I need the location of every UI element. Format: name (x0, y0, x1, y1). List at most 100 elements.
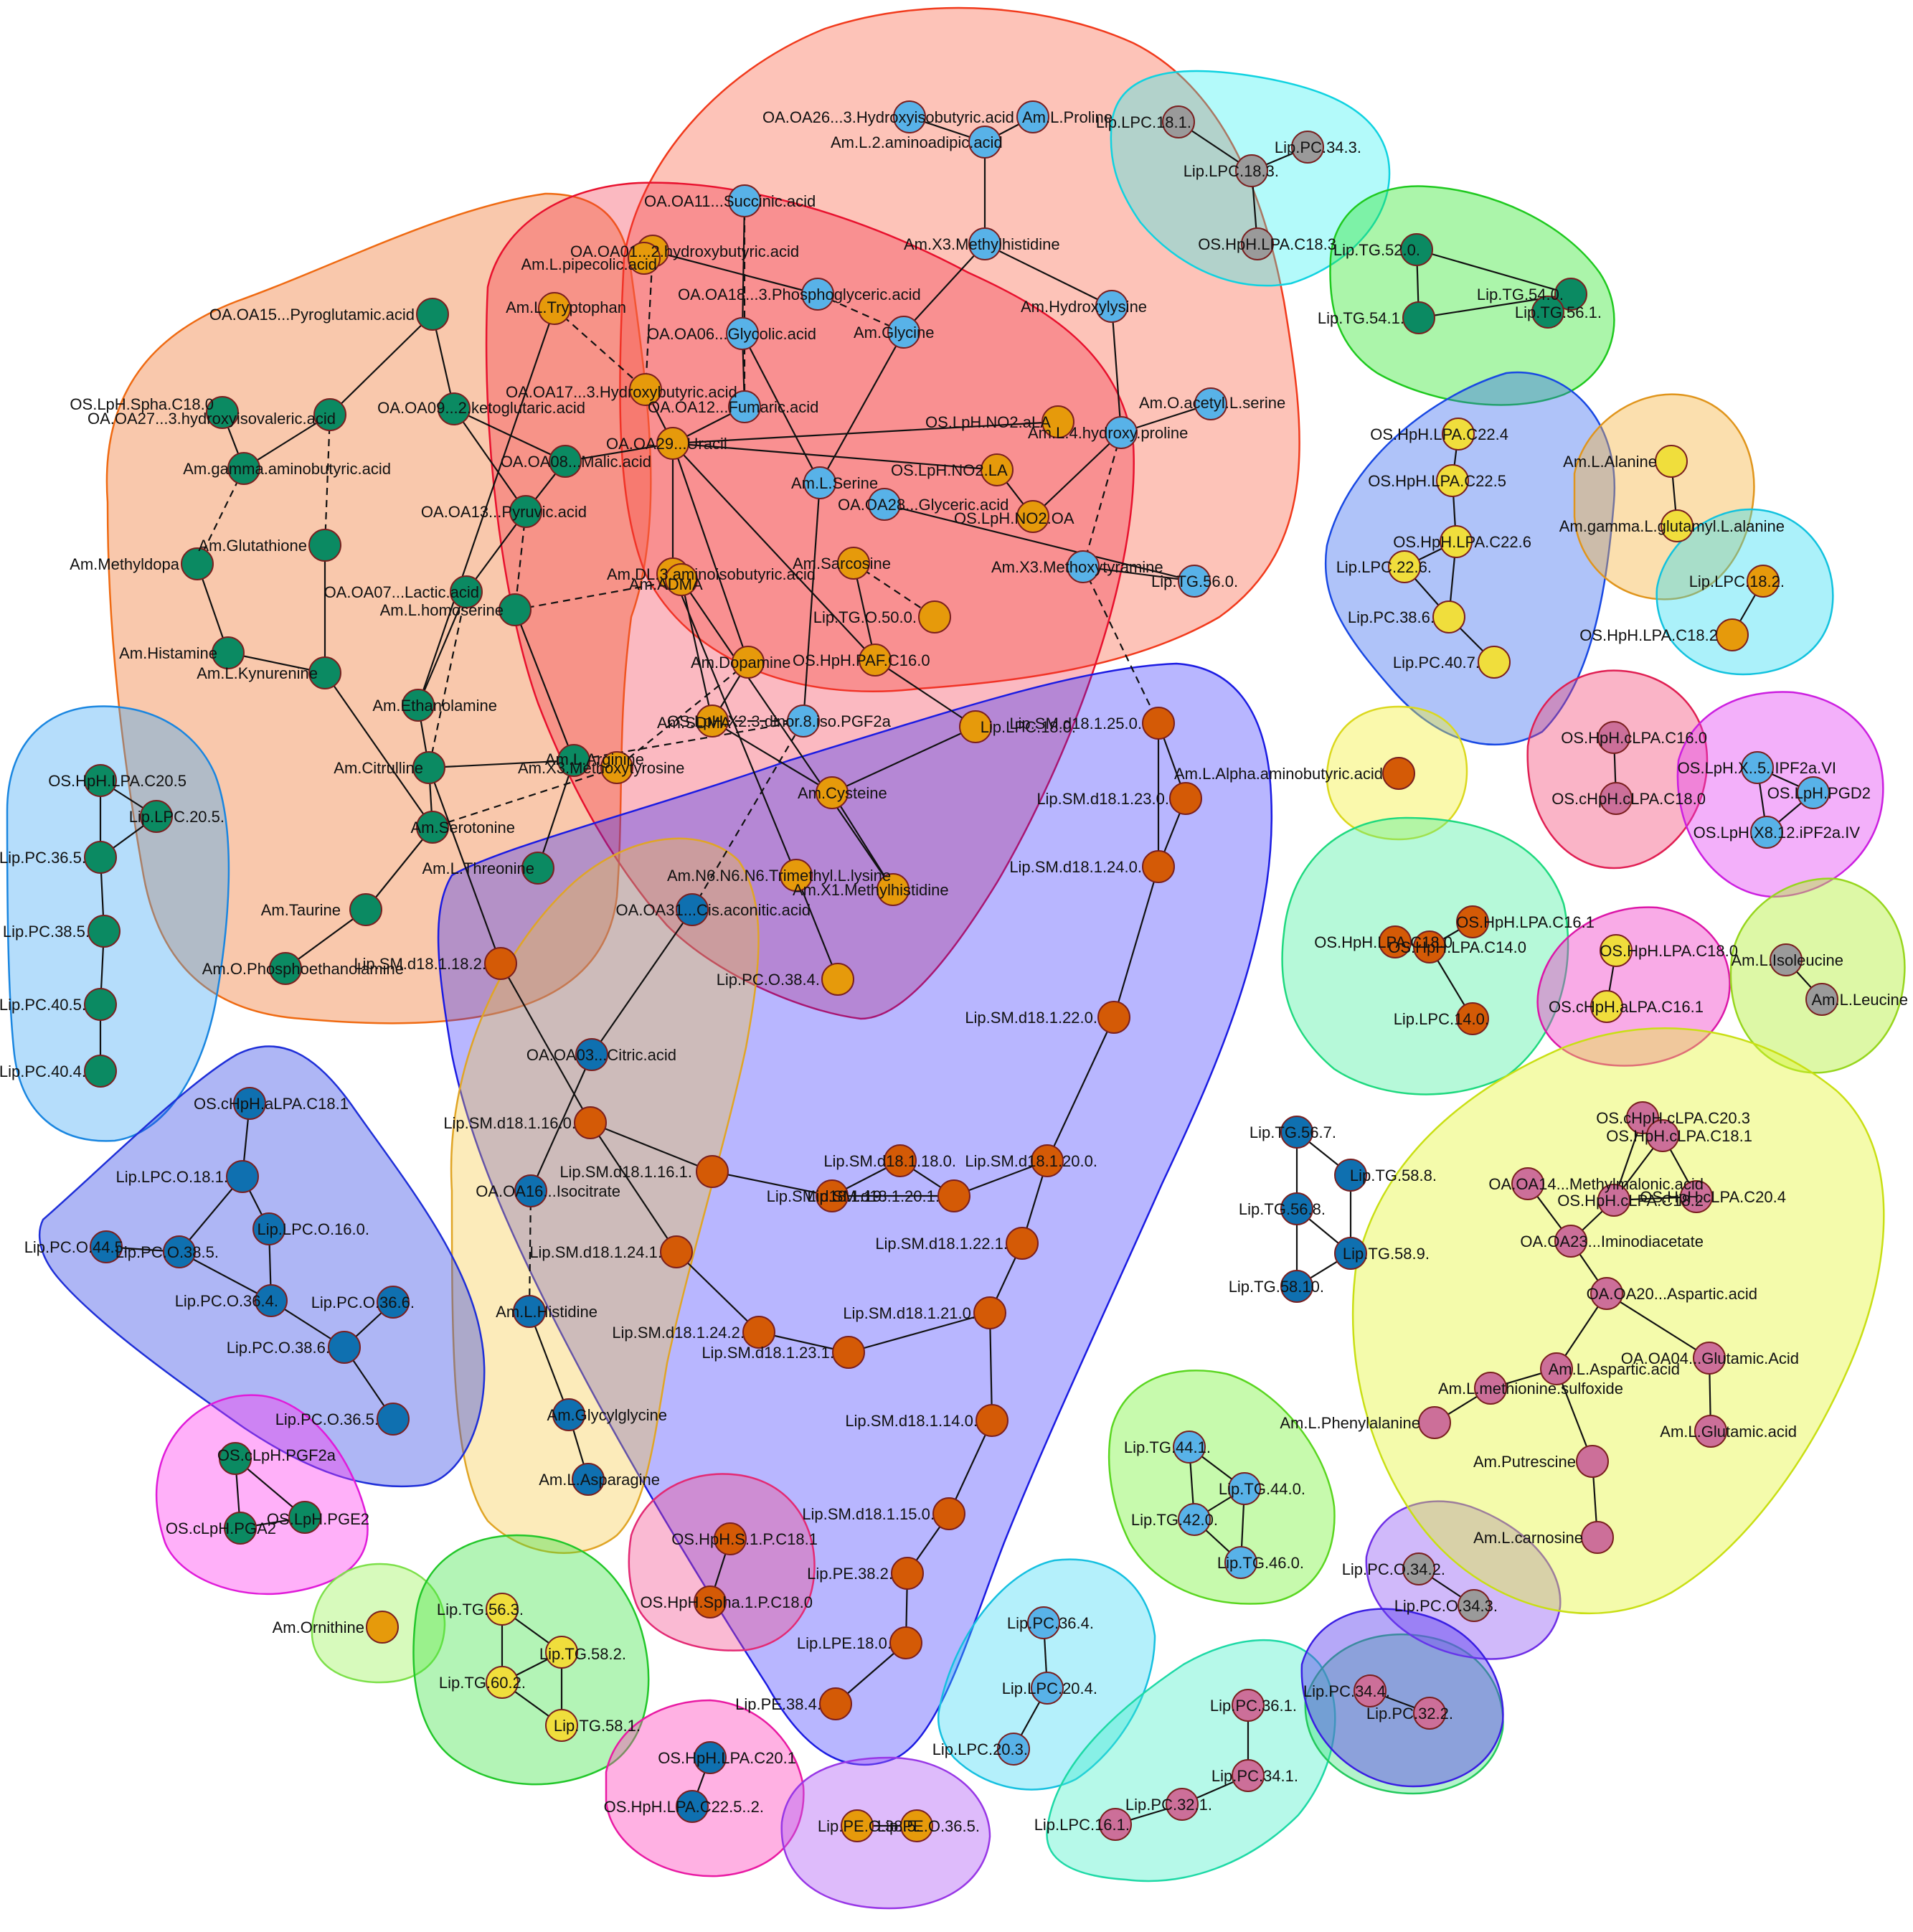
node-n175[interactable] (1540, 1352, 1573, 1385)
node-n146[interactable] (1741, 751, 1774, 784)
node-n22[interactable] (628, 242, 661, 275)
node-n49[interactable] (887, 316, 920, 349)
node-n131[interactable] (1334, 1159, 1367, 1192)
node-n130[interactable] (1280, 1116, 1313, 1149)
node-n68[interactable] (1006, 1227, 1039, 1260)
node-n51[interactable] (728, 390, 761, 423)
node-n138[interactable] (1456, 1002, 1489, 1035)
node-n58[interactable] (787, 705, 820, 738)
node-n150[interactable] (1716, 618, 1749, 651)
node-n23[interactable] (538, 292, 571, 325)
node-n107[interactable] (486, 1666, 519, 1699)
node-n161[interactable] (1402, 301, 1435, 334)
node-n155[interactable] (1440, 525, 1473, 558)
node-n162[interactable] (1531, 296, 1564, 329)
node-n87[interactable] (140, 800, 173, 833)
node-n86[interactable] (84, 764, 117, 797)
node-n9[interactable] (308, 529, 341, 562)
node-n154[interactable] (1436, 464, 1469, 497)
node-n35[interactable] (696, 705, 729, 738)
node-n95[interactable] (90, 1230, 123, 1263)
node-n116[interactable] (1031, 1672, 1064, 1705)
node-n109[interactable] (714, 1522, 747, 1555)
node-n129[interactable] (1224, 1546, 1257, 1579)
node-n141[interactable] (1590, 990, 1623, 1023)
node-n103[interactable] (224, 1512, 257, 1545)
node-n6[interactable] (549, 445, 582, 478)
node-n44[interactable] (968, 126, 1001, 159)
node-n124[interactable] (1402, 1552, 1435, 1585)
node-n15[interactable] (412, 751, 445, 784)
node-n73[interactable] (832, 1336, 865, 1369)
node-n144[interactable] (1597, 721, 1630, 754)
node-n90[interactable] (84, 988, 117, 1021)
node-n149[interactable] (1747, 565, 1780, 598)
node-n12[interactable] (212, 636, 245, 669)
node-n64[interactable] (884, 1144, 917, 1177)
node-n137[interactable] (1413, 930, 1446, 963)
node-n28[interactable] (1016, 500, 1049, 533)
node-n40[interactable] (877, 873, 910, 906)
node-n45[interactable] (728, 184, 761, 217)
node-n156[interactable] (1388, 550, 1421, 583)
node-n126[interactable] (1173, 1431, 1206, 1464)
node-n108[interactable] (545, 1709, 578, 1742)
node-n46[interactable] (968, 227, 1001, 260)
node-n81[interactable] (575, 1038, 608, 1071)
node-n85[interactable] (572, 1463, 605, 1496)
node-n69[interactable] (484, 947, 517, 980)
node-n39[interactable] (780, 859, 813, 892)
node-n180[interactable] (1581, 1521, 1614, 1554)
node-n140[interactable] (1600, 934, 1633, 967)
node-n66[interactable] (937, 1179, 970, 1212)
node-n168[interactable] (1646, 1119, 1679, 1152)
node-n110[interactable] (694, 1585, 727, 1618)
node-n179[interactable] (1576, 1445, 1609, 1478)
node-n176[interactable] (1474, 1372, 1507, 1405)
node-n125[interactable] (1458, 1589, 1491, 1622)
node-n36[interactable] (600, 751, 633, 784)
node-n13[interactable] (308, 656, 341, 689)
node-n132[interactable] (1280, 1192, 1313, 1225)
node-n54[interactable] (803, 466, 836, 499)
node-n121[interactable] (1099, 1808, 1132, 1841)
node-n165[interactable] (1235, 154, 1268, 187)
node-n100[interactable] (377, 1403, 410, 1436)
node-n16[interactable] (557, 744, 590, 777)
node-n83[interactable] (513, 1295, 546, 1328)
node-n135[interactable] (1456, 905, 1489, 938)
node-n84[interactable] (552, 1398, 585, 1431)
node-n5[interactable] (227, 452, 260, 485)
node-n62[interactable] (1097, 1001, 1130, 1034)
node-n82[interactable] (514, 1174, 547, 1207)
node-n148[interactable] (1750, 816, 1783, 849)
node-n133[interactable] (1334, 1237, 1367, 1270)
node-n31[interactable] (665, 563, 698, 596)
node-n122[interactable] (1354, 1674, 1387, 1707)
node-n174[interactable] (1693, 1342, 1726, 1375)
node-n11[interactable] (499, 593, 532, 626)
node-n115[interactable] (1027, 1606, 1060, 1639)
node-n19[interactable] (349, 893, 382, 926)
node-n96[interactable] (163, 1235, 196, 1268)
node-n48[interactable] (726, 317, 759, 350)
node-n89[interactable] (88, 915, 121, 948)
node-n74[interactable] (973, 1296, 1006, 1329)
node-n157[interactable] (1432, 600, 1465, 633)
node-n118[interactable] (1232, 1689, 1265, 1722)
node-n61[interactable] (1142, 850, 1175, 883)
node-n160[interactable] (1554, 278, 1587, 311)
node-n143[interactable] (1805, 983, 1838, 1016)
node-n172[interactable] (1554, 1225, 1587, 1258)
node-n147[interactable] (1797, 776, 1830, 809)
node-n24[interactable] (629, 373, 662, 406)
node-n25[interactable] (656, 427, 689, 460)
node-n151[interactable] (1655, 445, 1688, 478)
node-n67[interactable] (696, 1155, 729, 1188)
node-n99[interactable] (328, 1331, 361, 1364)
node-n92[interactable] (233, 1087, 266, 1120)
node-n63[interactable] (1031, 1144, 1064, 1177)
node-n76[interactable] (932, 1497, 965, 1530)
node-n163[interactable] (1162, 105, 1195, 138)
node-n170[interactable] (1597, 1184, 1630, 1217)
